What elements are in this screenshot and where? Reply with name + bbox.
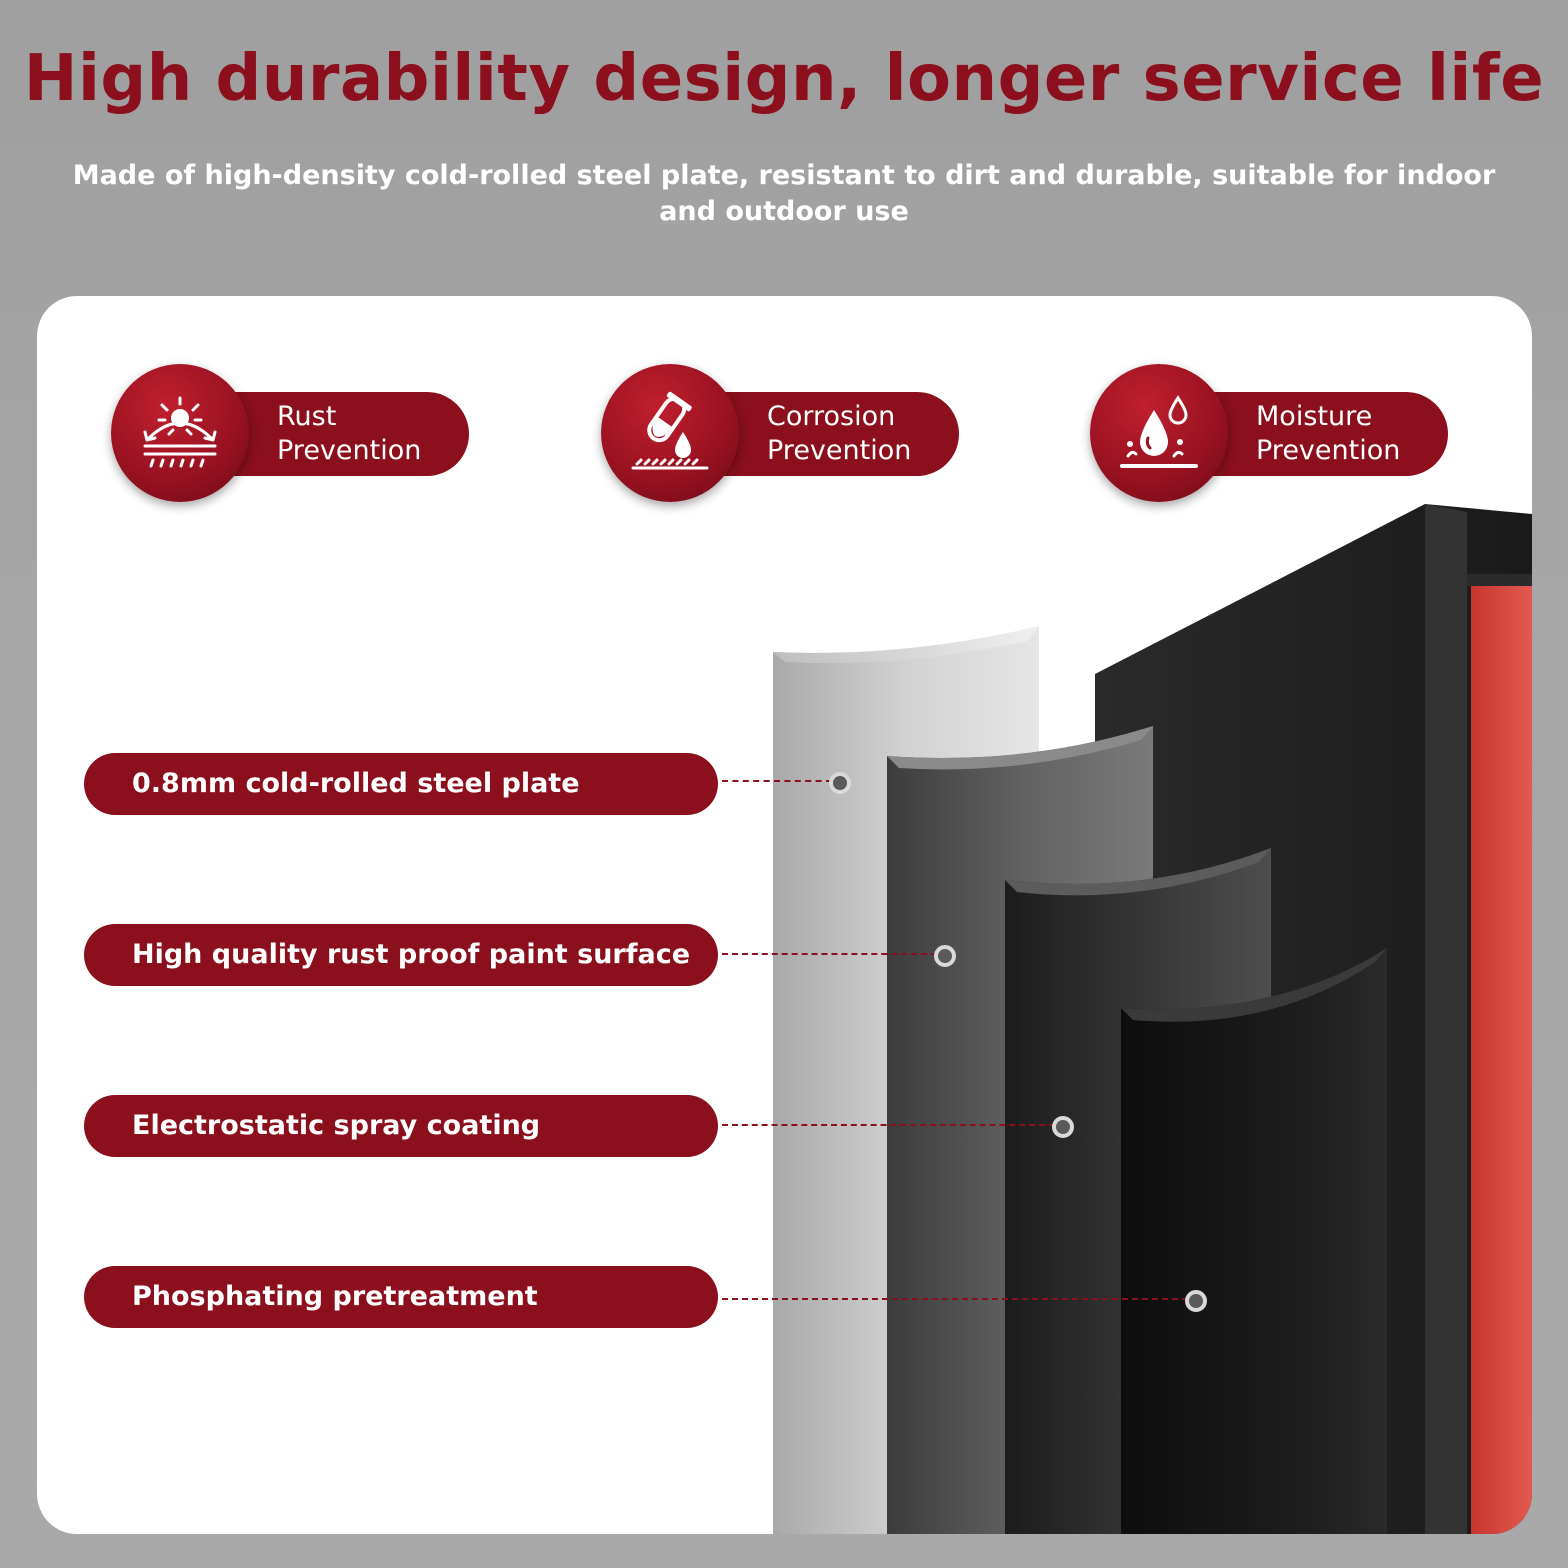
layer-label-text: Electrostatic spray coating xyxy=(132,1110,541,1141)
feature-badge xyxy=(111,364,249,502)
leader-line xyxy=(722,780,832,782)
marker-dot xyxy=(1052,1116,1074,1138)
feature-rust-prevention: Rust Prevention xyxy=(111,364,471,504)
marker-dot xyxy=(829,772,851,794)
layer-label-text: Phosphating pretreatment xyxy=(132,1281,538,1312)
layer-label-steel-plate: 0.8mm cold-rolled steel plate xyxy=(84,753,718,815)
layer-label-text: High quality rust proof paint surface xyxy=(132,939,691,970)
layer-label-spray-coating: Electrostatic spray coating xyxy=(84,1095,718,1157)
leader-line xyxy=(722,953,937,955)
cabinet-front-frame xyxy=(1425,504,1467,1534)
feature-badge xyxy=(1090,364,1228,502)
marker-dot xyxy=(1185,1290,1207,1312)
page-title: High durability design, longer service l… xyxy=(23,42,1545,116)
feature-label: Moisture Prevention xyxy=(1256,401,1401,466)
steel-layers-illustration xyxy=(773,504,1532,1534)
page-subtitle: Made of high-density cold-rolled steel p… xyxy=(72,160,1496,227)
product-panel: Rust Prevention Corrosion Prevention xyxy=(37,296,1532,1534)
feature-moisture-prevention: Moisture Prevention xyxy=(1090,364,1450,504)
rust-splash-icon xyxy=(143,396,217,468)
feature-label: Corrosion Prevention xyxy=(767,401,912,466)
test-tube-drop-icon xyxy=(631,391,709,470)
cabinet-door xyxy=(1471,586,1532,1534)
feature-badge xyxy=(601,364,739,502)
marker-dot xyxy=(934,945,956,967)
feature-label: Rust Prevention xyxy=(277,401,422,466)
layer-label-text: 0.8mm cold-rolled steel plate xyxy=(132,768,580,799)
feature-corrosion-prevention: Corrosion Prevention xyxy=(601,364,961,504)
layer-phosphating xyxy=(1121,948,1387,1534)
layer-label-phosphating: Phosphating pretreatment xyxy=(84,1266,718,1328)
leader-line xyxy=(722,1124,1055,1126)
water-drops-icon xyxy=(1120,395,1198,468)
cabinet-door-edge xyxy=(1467,574,1532,586)
layer-label-paint-surface: High quality rust proof paint surface xyxy=(84,924,718,986)
leader-line xyxy=(722,1298,1188,1300)
